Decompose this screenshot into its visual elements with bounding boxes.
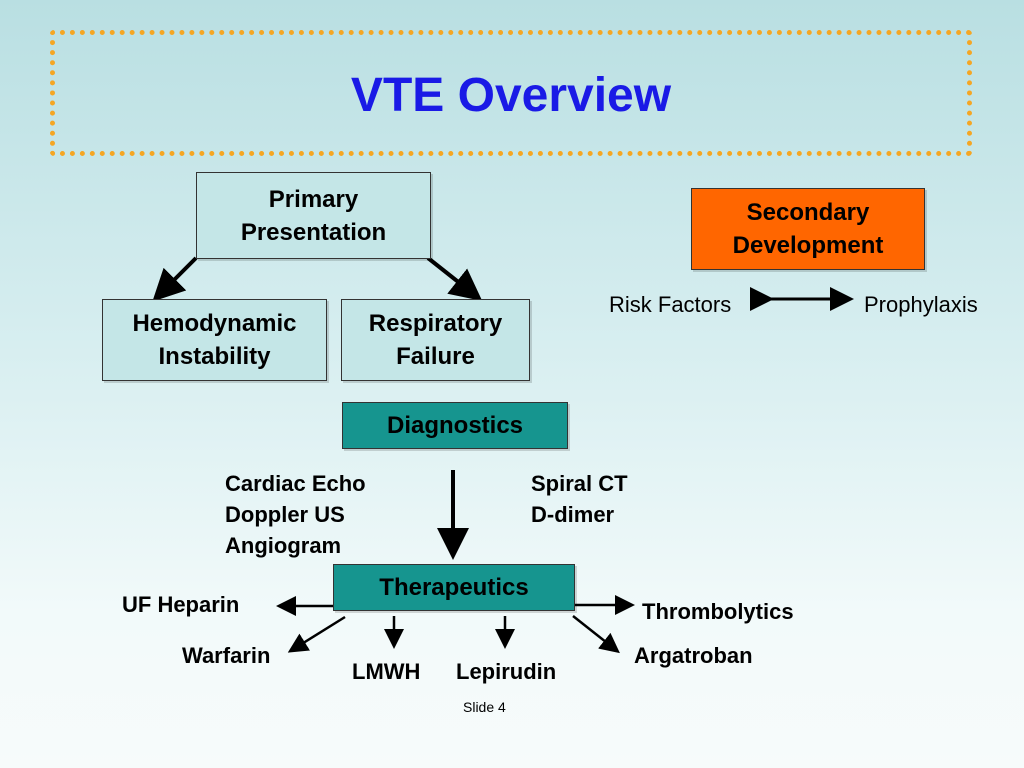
hemodynamic-instability-box: Hemodynamic Instability xyxy=(102,299,327,381)
risk-factors-label: Risk Factors xyxy=(609,292,732,317)
diagnostic-test-item: Cardiac Echo xyxy=(225,471,366,496)
secondary-development-box: Secondary Development xyxy=(691,188,925,270)
prophylaxis-label: Prophylaxis xyxy=(864,292,978,317)
diagnostic-tests-left: Cardiac Echo Doppler US Angiogram xyxy=(225,468,366,561)
arrow-to-warfarin xyxy=(287,615,346,653)
arrow-primary-to-hemodynamic xyxy=(152,256,198,302)
diagnostic-tests-right: Spiral CT D-dimer xyxy=(531,468,628,530)
thrombolytics-label: Thrombolytics xyxy=(642,599,794,624)
therapeutics-box: Therapeutics xyxy=(333,564,575,611)
lmwh-label: LMWH xyxy=(352,659,421,684)
arrow-primary-to-respiratory xyxy=(426,256,483,301)
arrow-to-argatroban xyxy=(572,615,620,654)
lepirudin-label: Lepirudin xyxy=(456,659,557,684)
diagnostic-test-item: Angiogram xyxy=(225,533,342,558)
slide-number: Slide 4 xyxy=(463,699,506,715)
argatroban-label: Argatroban xyxy=(634,643,753,668)
respiratory-failure-box: Respiratory Failure xyxy=(341,299,530,381)
diagnostics-box: Diagnostics xyxy=(342,402,568,449)
diagnostic-test-item: D-dimer xyxy=(531,502,615,527)
uf-heparin-label: UF Heparin xyxy=(122,592,240,617)
title-frame xyxy=(50,30,972,156)
diagnostic-test-item: Doppler US xyxy=(225,502,345,527)
primary-presentation-box: Primary Presentation xyxy=(196,172,431,259)
slide-title: VTE Overview xyxy=(350,69,672,122)
diagnostic-test-item: Spiral CT xyxy=(531,471,628,496)
warfarin-label: Warfarin xyxy=(182,643,271,668)
